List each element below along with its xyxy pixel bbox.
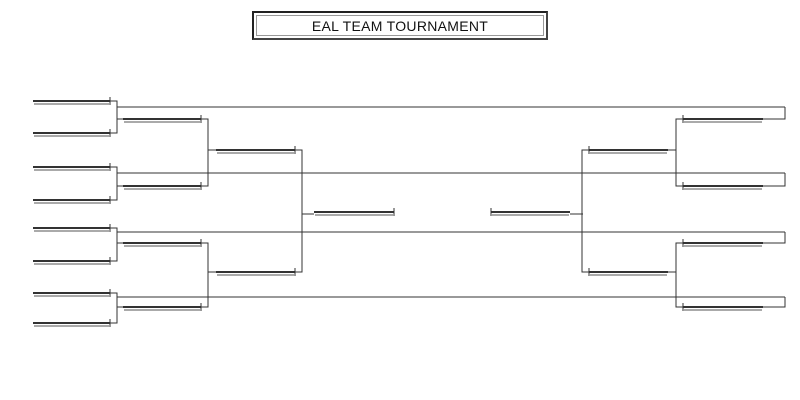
right-r2-bracket-2 xyxy=(675,242,683,308)
left-r2-bracket-2 xyxy=(201,242,209,308)
right-r2-bracket-1 xyxy=(675,118,683,187)
tournament-title-box: EAL TEAM TOURNAMENT xyxy=(252,11,548,40)
left-r1-bracket-2 xyxy=(110,166,118,201)
left-r1-bracket-4 xyxy=(110,292,118,324)
left-r2-bracket-1 xyxy=(201,118,209,187)
right-tail-line-4 xyxy=(763,297,786,308)
left-r1-bracket-3 xyxy=(110,227,118,262)
right-tail-line-2 xyxy=(763,173,786,187)
right-tail-line-1 xyxy=(763,107,786,120)
right-r3-bracket xyxy=(581,149,589,273)
left-r3-bracket xyxy=(295,149,303,273)
right-tail-line-3 xyxy=(763,232,786,244)
left-r1-bracket-1 xyxy=(110,100,118,134)
tournament-title: EAL TEAM TOURNAMENT xyxy=(311,17,489,34)
